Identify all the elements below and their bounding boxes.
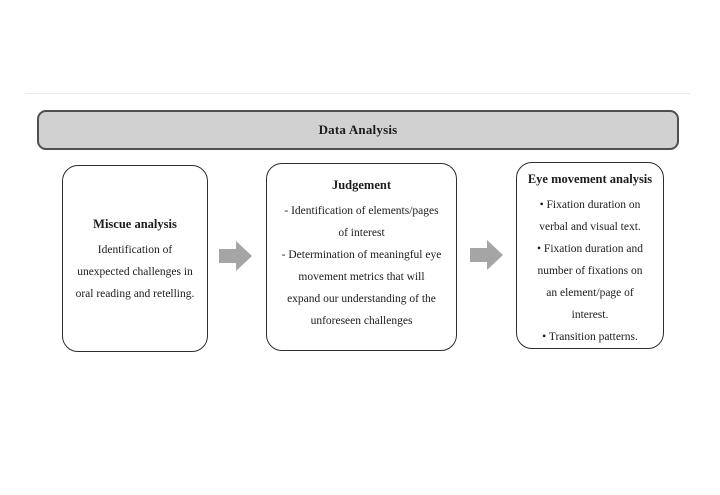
header-data-analysis: Data Analysis <box>37 110 679 150</box>
box-text-line: oral reading and retelling. <box>75 287 195 300</box>
box-text-line: • Fixation duration on <box>539 199 641 211</box>
box-eye-movement-analysis: Eye movement analysis • Fixation duratio… <box>516 162 664 349</box>
box-text-line: of interest <box>338 227 385 239</box>
box-judgement-title: Judgement <box>331 178 392 192</box>
box-text-line: verbal and visual text. <box>539 221 641 233</box>
box-text-line: number of fixations on <box>537 265 643 277</box>
box-text-line: unforeseen challenges <box>310 315 413 327</box>
box-text-line: interest. <box>571 309 609 321</box>
box-text-line: - Identification of elements/pages <box>284 205 439 217</box>
box-text-line: - Determination of meaningful eye <box>281 249 442 261</box>
box-text-line: unexpected challenges in <box>77 265 193 278</box>
box-text-line: • Transition patterns. <box>542 331 638 343</box>
box-text-line: expand our understanding of the <box>287 293 436 305</box>
box-text-line: Identification of <box>97 243 173 256</box>
box-miscue-title: Miscue analysis <box>93 216 177 231</box>
box-judgement: Judgement - Identification of elements/p… <box>266 163 457 351</box>
right-arrow-icon <box>219 241 252 271</box>
divider-rule <box>25 93 690 94</box>
right-arrow-shape <box>470 240 503 270</box>
box-text-line: • Fixation duration and <box>537 243 643 255</box>
right-arrow-shape <box>219 241 252 271</box>
box-text-line: movement metrics that will <box>298 271 425 283</box>
box-eye-movement-title: Eye movement analysis <box>527 172 653 186</box>
box-miscue-analysis: Miscue analysis Identification of unexpe… <box>62 165 208 352</box>
header-title: Data Analysis <box>318 122 398 137</box>
box-text-line: an element/page of <box>546 287 634 299</box>
right-arrow-icon <box>470 240 503 270</box>
